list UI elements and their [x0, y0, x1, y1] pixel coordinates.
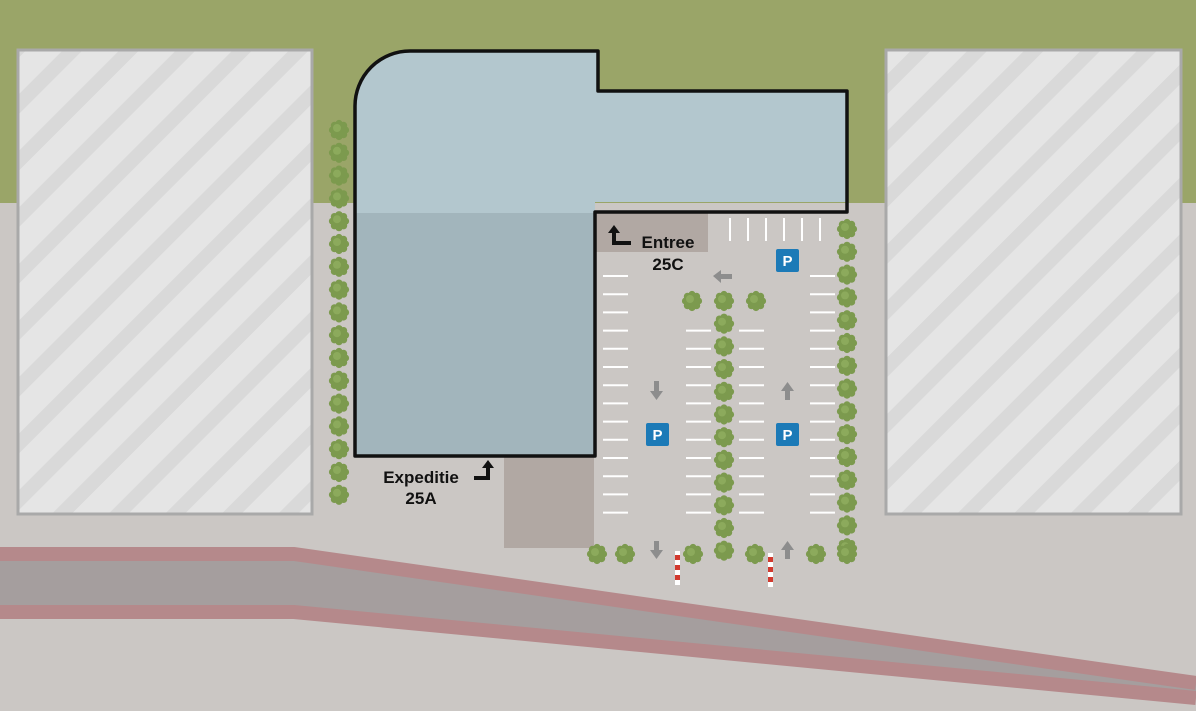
direction-arrow-icon — [650, 381, 663, 400]
tree-icon — [614, 543, 636, 565]
tree-icon — [328, 165, 350, 186]
parking-sign-label: P — [782, 253, 792, 270]
tree-icon — [713, 495, 735, 516]
road — [0, 547, 1196, 711]
tree-icon — [836, 446, 858, 468]
tree-icon — [713, 313, 735, 334]
entrance-label-line1: Entree — [642, 233, 695, 252]
tree-icon — [836, 355, 858, 376]
parking-sign-icon: P — [776, 249, 799, 272]
tree-icon — [328, 416, 350, 437]
tree-icon — [836, 515, 858, 536]
direction-arrow-icon — [650, 541, 663, 559]
parking-sign-label: P — [782, 427, 792, 444]
tree-icon — [836, 310, 858, 331]
tree-icon — [836, 469, 858, 490]
parking-sign-icon: P — [776, 423, 799, 446]
tree-icon — [744, 543, 766, 565]
neighbor-lot-left — [16, 48, 314, 516]
tree-icon — [328, 256, 350, 277]
tree-icon — [328, 142, 350, 163]
shipping-marker: Expeditie 25A — [383, 460, 494, 508]
parking-sign-label: P — [652, 427, 662, 444]
direction-arrow-icon — [713, 270, 732, 283]
turn-arrow-icon — [608, 225, 631, 245]
tree-icon — [713, 472, 735, 493]
tree-icon — [836, 264, 858, 285]
tree-icon — [328, 347, 350, 369]
tree-icon — [713, 404, 735, 425]
tree-icon — [713, 359, 735, 380]
tree-icon — [836, 378, 858, 399]
tree-icon — [328, 370, 350, 391]
barrier-icon — [675, 551, 680, 585]
tree-icon — [836, 401, 858, 422]
tree-icon — [586, 543, 608, 565]
tree-icon — [713, 540, 735, 561]
tree-icon — [836, 218, 858, 240]
tree-icon — [836, 332, 858, 354]
tree-icon — [328, 461, 350, 483]
direction-arrow-icon — [781, 382, 794, 400]
turn-arrow-icon — [474, 460, 494, 480]
loading-zone — [504, 456, 594, 548]
tree-icon — [328, 325, 350, 346]
entrance-marker: Entree 25C — [608, 225, 694, 274]
tree-icon — [328, 393, 350, 414]
tree-icon — [681, 290, 703, 312]
tree-icon — [713, 427, 735, 448]
barrier-icon — [768, 553, 773, 587]
tree-icon — [682, 543, 704, 565]
tree-icon — [328, 211, 350, 232]
tree-icon — [713, 290, 735, 312]
tree-icon — [836, 424, 858, 445]
trees — [328, 119, 858, 565]
tree-icon — [836, 492, 858, 513]
tree-icon — [713, 449, 735, 470]
tree-icon — [836, 287, 858, 308]
tree-icon — [836, 241, 858, 262]
tree-icon — [713, 381, 735, 402]
neighbor-lot-right — [884, 48, 1183, 516]
tree-icon — [836, 543, 858, 565]
tree-icon — [328, 233, 350, 255]
tree-icon — [805, 543, 827, 565]
tree-icon — [328, 484, 350, 505]
tree-icon — [328, 279, 350, 300]
tree-icon — [328, 302, 350, 323]
parking-markings — [603, 218, 835, 514]
parking-sign-icon: P — [646, 423, 669, 446]
shipping-label-line2: 25A — [405, 489, 436, 508]
tree-icon — [328, 439, 350, 460]
main-building — [353, 49, 849, 458]
tree-icon — [328, 119, 350, 141]
tree-icon — [328, 188, 350, 209]
direction-arrow-icon — [781, 541, 794, 559]
shipping-label-line1: Expeditie — [383, 468, 459, 487]
tree-icon — [713, 336, 735, 357]
tree-icon — [713, 517, 735, 539]
tree-icon — [745, 290, 767, 312]
entrance-label-line2: 25C — [652, 255, 683, 274]
